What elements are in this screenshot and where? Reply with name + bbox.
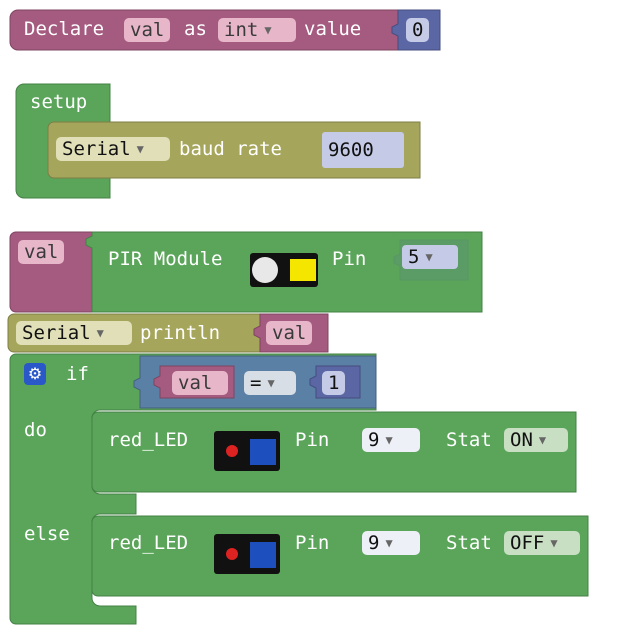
led-connector-icon xyxy=(250,542,276,568)
println-label: println xyxy=(140,322,221,344)
declare-label: Declare xyxy=(24,18,105,40)
led-do-pin-dropdown[interactable]: 9▼ xyxy=(362,428,420,452)
pir-pin-value: 5 xyxy=(408,246,420,268)
led-red-icon xyxy=(226,548,238,560)
operator-dropdown[interactable]: =▼ xyxy=(244,371,296,395)
triangle-down-icon: ▼ xyxy=(425,250,433,264)
led-do-pin-label: Pin xyxy=(295,429,330,451)
compare-value-field[interactable]: 1 xyxy=(322,371,346,395)
led-do-stat-label: Stat xyxy=(446,429,492,451)
triangle-down-icon: ▼ xyxy=(385,536,393,550)
triangle-down-icon: ▼ xyxy=(385,433,393,447)
type-dropdown-value: int xyxy=(224,19,259,41)
pir-pin-label: Pin xyxy=(332,248,367,270)
println-variable-field[interactable]: val xyxy=(266,321,313,345)
as-label: as xyxy=(184,18,207,40)
pir-module-label: PIR Module xyxy=(108,248,223,270)
led-else-pin-dropdown[interactable]: 9▼ xyxy=(362,531,420,555)
gear-icon[interactable]: ⚙ xyxy=(24,363,46,385)
baud-rate-label: baud rate xyxy=(179,138,282,160)
led-do-name: red_LED xyxy=(108,429,189,451)
led-red-icon xyxy=(226,445,238,457)
triangle-down-icon: ▼ xyxy=(538,433,547,447)
triangle-down-icon: ▼ xyxy=(550,536,558,550)
setup-title: setup xyxy=(30,91,88,113)
led-do-stat-dropdown[interactable]: ON ▼ xyxy=(504,428,568,452)
declare-block-shape xyxy=(9,9,399,51)
triangle-down-icon: ▼ xyxy=(267,376,275,390)
led-module-image xyxy=(214,431,280,471)
type-dropdown[interactable]: int ▼ xyxy=(218,18,296,42)
triangle-down-icon: ▼ xyxy=(264,23,272,37)
led-do-pin-value: 9 xyxy=(368,429,380,451)
compare-variable-field[interactable]: val xyxy=(172,371,228,395)
led-else-stat-label: Stat xyxy=(446,532,492,554)
println-serial-value: Serial xyxy=(22,322,91,344)
led-else-pin-value: 9 xyxy=(368,532,380,554)
set-variable-field[interactable]: val xyxy=(18,240,65,264)
variable-name-field[interactable]: val xyxy=(124,18,171,42)
else-label: else xyxy=(24,523,70,545)
triangle-down-icon: ▼ xyxy=(136,142,144,156)
triangle-down-icon: ▼ xyxy=(96,326,104,340)
initial-value-field[interactable]: 0 xyxy=(406,18,430,42)
led-else-stat-dropdown[interactable]: OFF ▼ xyxy=(504,531,580,555)
led-module-image xyxy=(214,534,280,574)
do-label: do xyxy=(24,419,47,441)
operator-value: = xyxy=(250,372,262,394)
led-do-block-shape xyxy=(91,411,577,493)
led-else-pin-label: Pin xyxy=(295,532,330,554)
led-else-block-shape xyxy=(91,515,589,597)
baud-rate-field[interactable]: 9600 xyxy=(322,132,404,168)
led-connector-icon xyxy=(250,439,276,465)
pir-dome-icon xyxy=(252,257,278,283)
if-label: if xyxy=(66,363,89,385)
led-do-stat-value: ON xyxy=(510,429,533,451)
serial-port-value: Serial xyxy=(62,138,131,160)
pir-board-icon xyxy=(290,259,316,281)
println-serial-dropdown[interactable]: Serial ▼ xyxy=(16,321,132,345)
value-label: value xyxy=(304,18,362,40)
pir-pin-dropdown[interactable]: 5▼ xyxy=(402,245,458,269)
led-else-name: red_LED xyxy=(108,532,189,554)
serial-port-dropdown[interactable]: Serial ▼ xyxy=(56,137,170,161)
pir-sensor-image xyxy=(250,253,318,287)
led-else-stat-value: OFF xyxy=(510,532,545,554)
